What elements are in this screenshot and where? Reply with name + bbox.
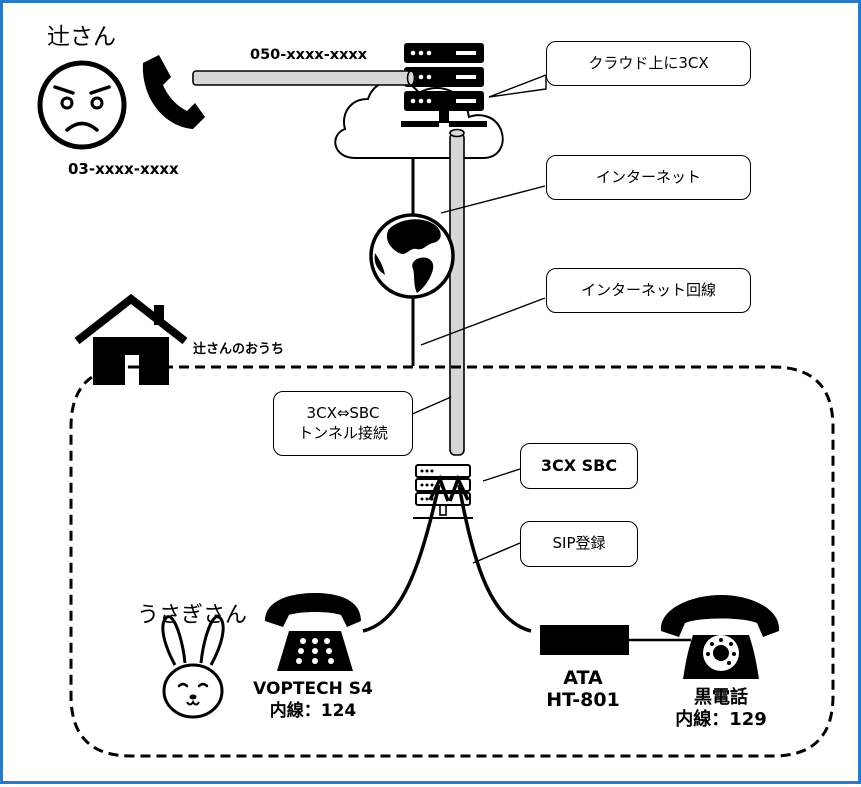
callout-pointers <box>409 73 547 564</box>
home-label: 辻さんのおうち <box>193 342 285 357</box>
tunnel-pipe <box>449 128 465 456</box>
caller-name: 辻さん <box>47 24 116 50</box>
diagram-canvas <box>37 43 835 758</box>
voptech-model: VOPTECH S4 <box>253 679 373 699</box>
rabbit-name: うさぎさん <box>137 603 248 628</box>
callout-tunnel: 3CX⇔SBC トンネル接続 <box>273 391 413 456</box>
ata-model: HT-801 <box>546 689 620 711</box>
sip-arrows <box>362 474 532 633</box>
rotary-phone-icon <box>660 595 780 679</box>
callout-sip-text: SIP登録 <box>552 534 606 553</box>
kuro-name: 黒電話 <box>694 687 748 708</box>
caller-phone-number: 03-xxxx-xxxx <box>68 160 179 178</box>
kuro-extension: 内線：129 <box>675 709 767 730</box>
did-number: 050-xxxx-xxxx <box>250 47 368 63</box>
callout-tunnel-line2: トンネル接続 <box>298 423 388 442</box>
voptech-extension: 内線：124 <box>269 701 357 721</box>
rabbit-icon <box>161 615 225 719</box>
ata-name: ATA <box>563 667 603 689</box>
callout-sbc-text: 3CX SBC <box>540 455 618 475</box>
phone-handset-icon <box>142 55 205 129</box>
callout-line: インターネット回線 <box>546 268 751 313</box>
callout-tunnel-line1: 3CX⇔SBC <box>306 404 380 422</box>
callout-cloud-text: クラウド上に3CX <box>588 53 709 72</box>
callout-cloud: クラウド上に3CX <box>546 41 751 86</box>
ata-device-icon <box>540 625 629 655</box>
callout-line-text: インターネット回線 <box>580 280 716 299</box>
callout-sip: SIP登録 <box>520 521 638 567</box>
desk-phone-icon <box>265 593 361 671</box>
angry-face-icon <box>37 60 127 150</box>
home-boundary <box>69 365 835 758</box>
callout-internet: インターネット <box>546 155 751 200</box>
house-icon <box>74 293 188 385</box>
globe-icon <box>369 213 455 299</box>
server-rack-icon <box>401 43 487 127</box>
phone-pipe <box>192 70 416 86</box>
callout-internet-text: インターネット <box>595 167 701 186</box>
callout-sbc: 3CX SBC <box>520 443 638 489</box>
